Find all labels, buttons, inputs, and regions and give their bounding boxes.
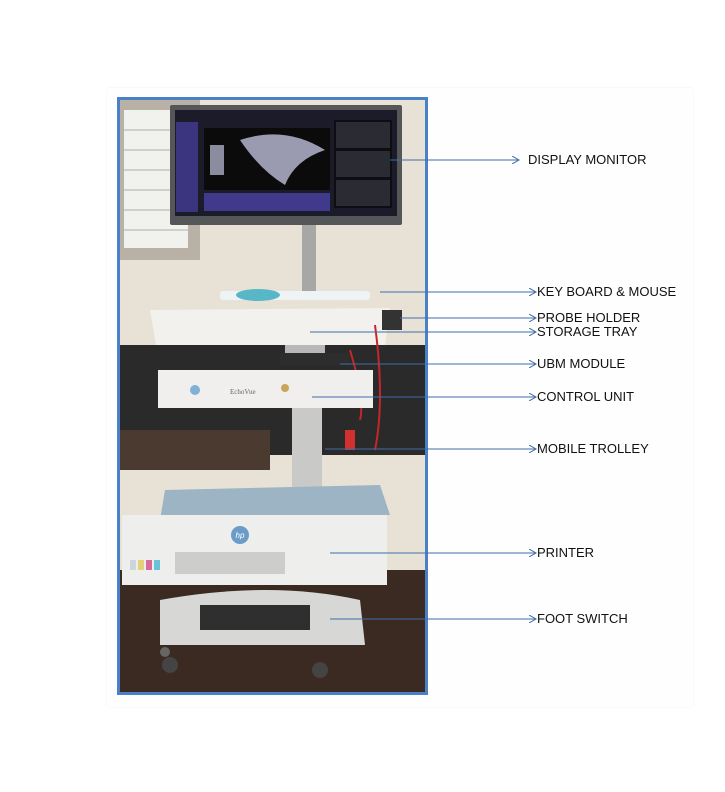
label-control-unit: CONTROL UNIT xyxy=(537,389,635,404)
trolley-column xyxy=(292,408,322,488)
svg-text:hp: hp xyxy=(236,531,245,540)
pole xyxy=(302,225,316,295)
probe-holder xyxy=(382,310,402,330)
mouse xyxy=(236,289,280,301)
ubm-module xyxy=(280,353,350,365)
label-probe-holder: PROBE HOLDER xyxy=(537,310,641,325)
printer: hp xyxy=(122,485,390,585)
label-foot-switch: FOOT SWITCH xyxy=(537,611,628,626)
label-storage-tray: STORAGE TRAY xyxy=(537,324,638,339)
device-photo: EchoVue hp xyxy=(117,97,428,695)
label-keyboard-mouse: KEY BOARD & MOUSE xyxy=(537,284,677,299)
label-mobile-trolley: MOBILE TROLLEY xyxy=(537,441,649,456)
unit-brand: EchoVue xyxy=(230,388,256,396)
display-monitor xyxy=(170,105,402,225)
label-display-monitor: DISPLAY MONITOR xyxy=(528,152,647,167)
storage-tray xyxy=(150,308,390,345)
foot-switch xyxy=(200,605,310,630)
label-printer: PRINTER xyxy=(537,545,595,560)
label-ubm-module: UBM MODULE xyxy=(537,356,626,371)
